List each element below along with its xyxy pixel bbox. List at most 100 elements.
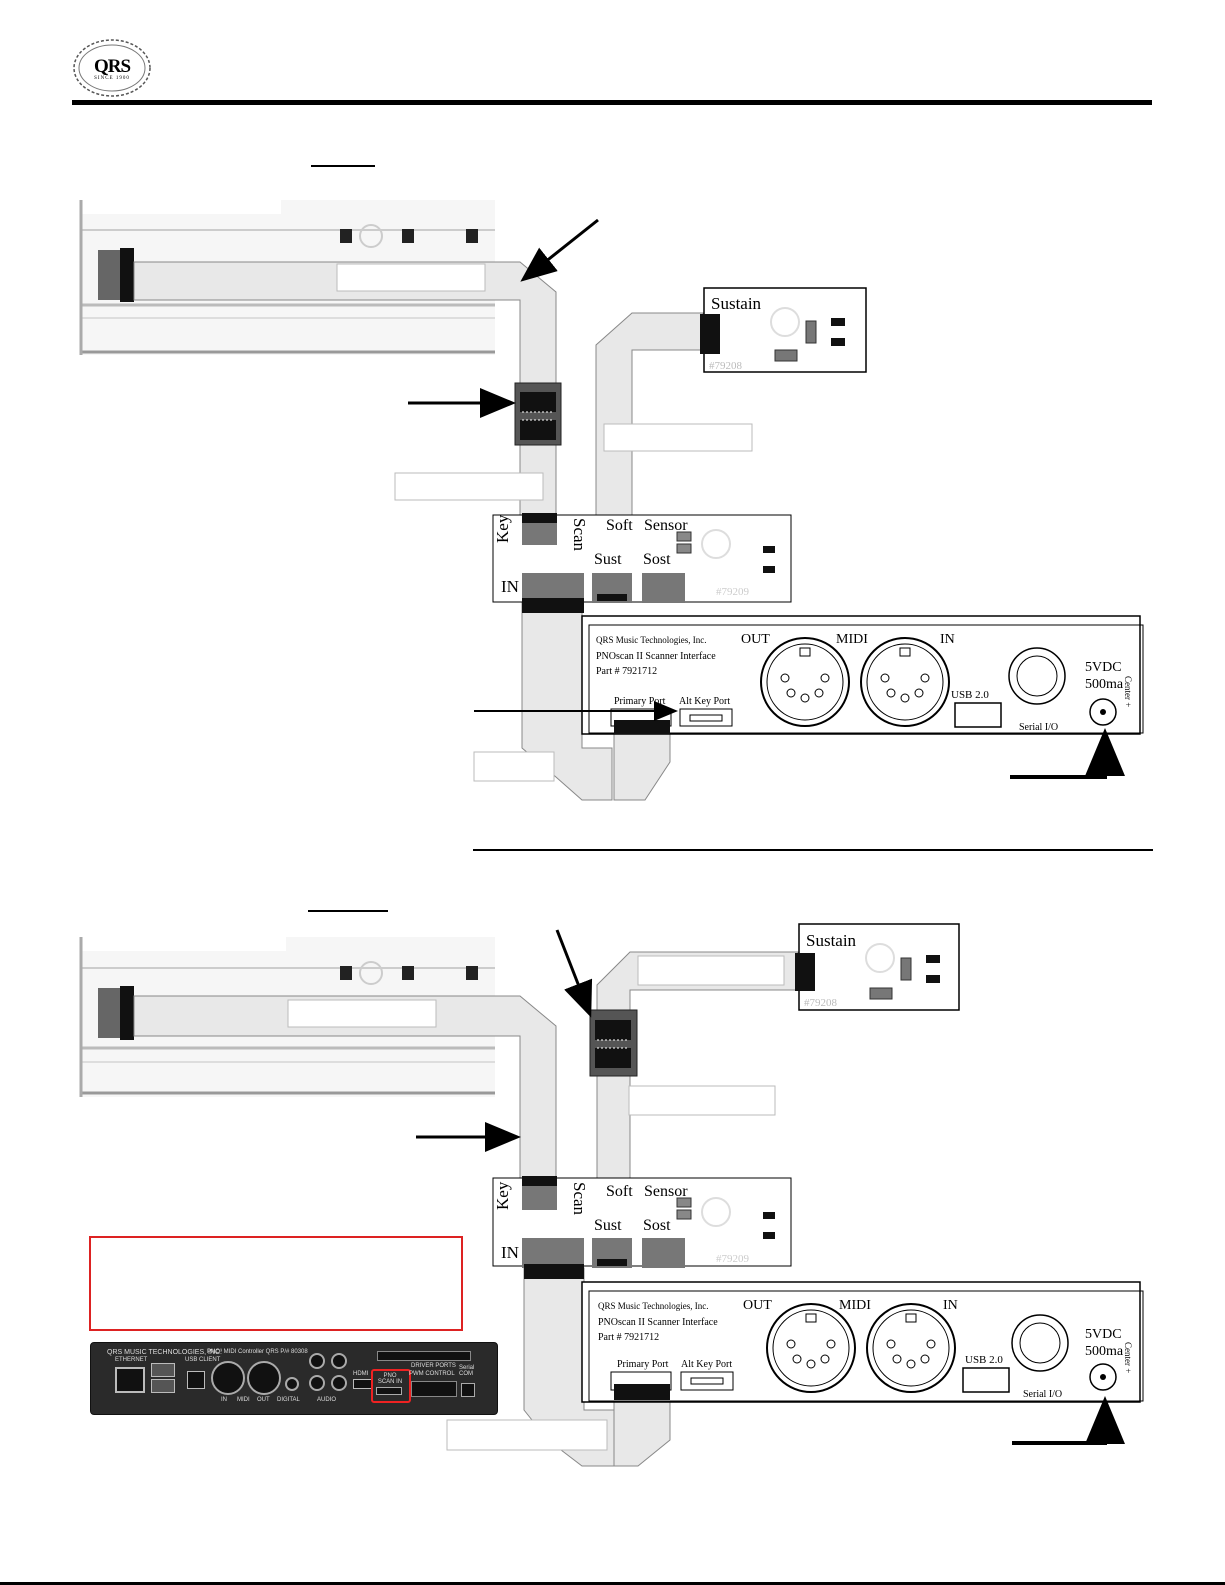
soft-label: Soft (606, 517, 633, 534)
midi-out-label: OUT (741, 632, 770, 647)
key-label: Key (493, 514, 512, 543)
photo-midi-in-jack-icon (211, 1361, 245, 1395)
cable-label-box-3 (603, 423, 753, 452)
qrs-logo: QRS SINCE 1900 (72, 38, 152, 104)
logo-text: QRS (93, 56, 131, 77)
cable-label-box-4 (473, 751, 555, 782)
usb-label: USB 2.0 (951, 689, 989, 701)
interface-part-2: Part # 7921712 (598, 1332, 659, 1343)
photo-midi-in: IN (221, 1397, 227, 1403)
arrow-power-2 (1012, 1396, 1125, 1445)
pedal-board-2: Key Scan Soft Sensor Sust Sost IN #79209 (492, 1176, 792, 1268)
photo-brand: QRS MUSIC TECHNOLOGIES, INC. (107, 1349, 222, 1356)
inline-connector-1 (514, 382, 562, 446)
sost-label-2: Sost (643, 1217, 671, 1234)
pno-scan-highlight (371, 1369, 411, 1403)
ribbon-cable-sustain-1 (595, 312, 704, 516)
center-label-2: Center + (1123, 1342, 1133, 1373)
cable-label-box-5 (287, 999, 437, 1028)
sustain-sensor-board-2: Sustain #79208 (795, 923, 960, 1011)
diagram-2: Sustain #79208 Key Scan Soft Sensor Sust… (79, 923, 1144, 1467)
scan-label: Scan (570, 518, 589, 552)
interface-product-2: PNOscan II Scanner Interface (598, 1317, 718, 1328)
arrow-power-1 (1010, 728, 1125, 779)
sensor-label-2: Sensor (644, 1183, 688, 1200)
interface-company-2: QRS Music Technologies, Inc. (598, 1301, 708, 1311)
header-rule (72, 100, 1152, 105)
board-part-number: #79209 (716, 586, 750, 598)
midi-in-jack-icon (860, 637, 950, 727)
note-box (89, 1236, 463, 1331)
center-label: Center + (1123, 676, 1133, 707)
cable-label-box-6 (637, 955, 785, 986)
in-label: IN (501, 577, 519, 596)
primary-port-label-2: Primary Port (617, 1359, 669, 1370)
photo-usb-client: USB CLIENT (185, 1357, 221, 1363)
sustain-label-2: Sustain (806, 931, 857, 950)
digital-port-icon (285, 1377, 299, 1391)
usb-label-2: USB 2.0 (965, 1354, 1003, 1366)
title-underline-2 (308, 910, 388, 912)
sustain-part-number-2: #79208 (804, 997, 838, 1009)
cable-label-box-7 (628, 1085, 776, 1116)
footer-rule (0, 1582, 1225, 1585)
serial-com-port-icon (461, 1383, 475, 1397)
sustain-part-number: #79208 (709, 360, 743, 372)
midi-in-label-2: IN (943, 1298, 958, 1313)
alt-key-port-icon-2 (680, 1371, 734, 1391)
photo-driver-ports: DRIVER PORTS (411, 1363, 456, 1369)
board-part-number-2: #79209 (716, 1253, 750, 1265)
ribbon-cable-primary-2 (613, 1391, 671, 1467)
power-label: 5VDC (1085, 660, 1122, 675)
usb-host-port-icon-2 (151, 1379, 175, 1393)
hdmi-port-icon (353, 1379, 373, 1389)
pno-scan-port-icon (376, 1387, 402, 1395)
interface-company: QRS Music Technologies, Inc. (596, 635, 706, 645)
scanner-interface-1: QRS Music Technologies, Inc. PNOscan II … (581, 615, 1144, 735)
alt-key-port-label-2: Alt Key Port (681, 1359, 732, 1370)
photo-pwm-control: PWM CONTROL (409, 1371, 455, 1377)
power-label-2: 5VDC (1085, 1327, 1122, 1342)
logo-subtext: SINCE 1900 (94, 76, 130, 81)
sustain-label: Sustain (711, 294, 762, 313)
scanner-interface-2: QRS Music Technologies, Inc. PNOscan II … (581, 1281, 1144, 1403)
in-label-2: IN (501, 1243, 519, 1262)
photo-pno-scan: PNO SCAN IN (377, 1373, 403, 1385)
cable-label-box-1 (336, 263, 486, 292)
arrow-connector-2 (555, 929, 593, 1018)
photo-audio: AUDIO (317, 1397, 337, 1403)
sust-label-2: Sust (594, 1217, 622, 1234)
midi-out-label-2: OUT (743, 1298, 772, 1313)
midi-out-jack-icon-2 (766, 1303, 856, 1393)
key-label-2: Key (493, 1181, 512, 1210)
ribbon-cable-primary-1 (613, 727, 671, 801)
photo-midi: MIDI (237, 1397, 250, 1403)
midi-out-jack-icon (760, 637, 850, 727)
sust-label: Sust (594, 551, 622, 568)
current-label: 500ma (1085, 677, 1124, 692)
controller-photo: QRS MUSIC TECHNOLOGIES, INC. PNO³ MIDI C… (90, 1342, 498, 1415)
sost-label: Sost (643, 551, 671, 568)
soft-label-2: Soft (606, 1183, 633, 1200)
midi-in-label: IN (940, 632, 955, 647)
title-underline-1 (311, 165, 375, 167)
sustain-sensor-board-1: Sustain #79208 (700, 287, 867, 373)
audio-jack-icon-3 (309, 1375, 325, 1391)
photo-midi-out: OUT (257, 1397, 270, 1403)
photo-hdmi: HDMI (353, 1371, 369, 1377)
midi-in-jack-icon-2 (866, 1303, 956, 1393)
scan-label-2: Scan (570, 1182, 589, 1216)
usb-port-icon-2 (962, 1367, 1010, 1393)
section-divider (473, 849, 1153, 851)
diagram-1: Sustain #79208 Key Scan Soft Sensor Sust… (79, 200, 1144, 801)
sensor-label: Sensor (644, 517, 688, 534)
photo-ethernet: ETHERNET (115, 1357, 148, 1363)
cable-label-box-8 (446, 1419, 608, 1451)
ethernet-port-icon (115, 1367, 145, 1393)
logo-laurel-icon (73, 39, 151, 97)
audio-jack-icon-1 (309, 1353, 325, 1369)
audio-jack-icon-4 (331, 1375, 347, 1391)
photo-midi-out-jack-icon (247, 1361, 281, 1395)
primary-port-label: Primary Port (614, 696, 666, 707)
